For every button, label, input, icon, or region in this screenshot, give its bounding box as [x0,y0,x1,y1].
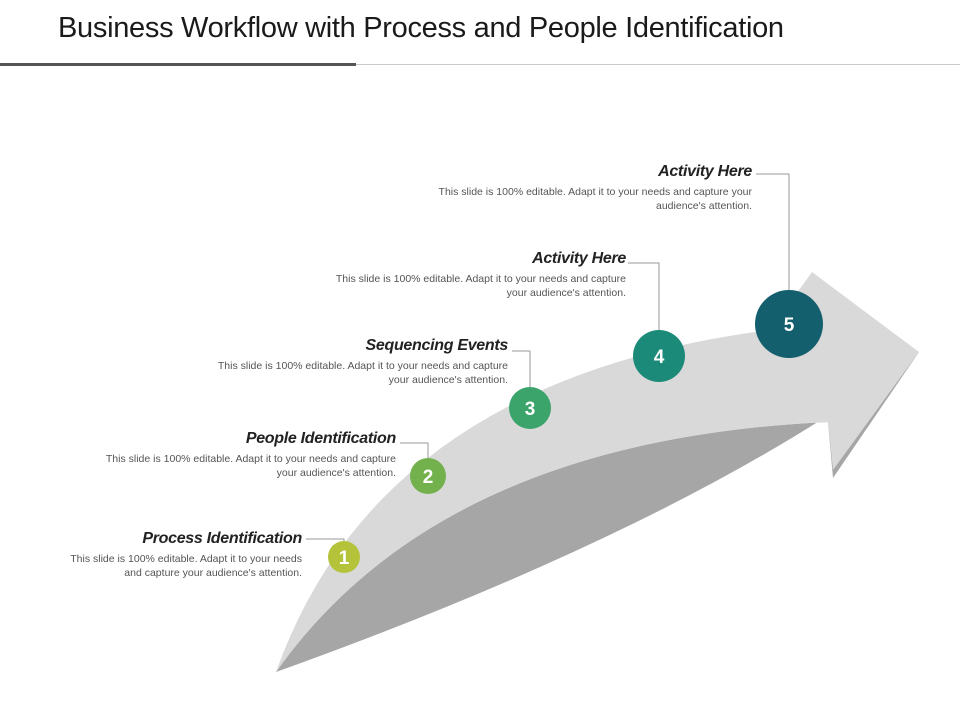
step-5-text: Activity Here This slide is 100% editabl… [408,163,753,213]
arrow-shadow [276,352,919,672]
step-2-text: People Identification This slide is 100%… [94,430,396,480]
step-2-heading: People Identification [245,430,396,447]
step-4-text: Activity Here This slide is 100% editabl… [324,250,626,300]
step-1-description: This slide is 100% editable. Adapt it to… [70,553,302,579]
step-3-text: Sequencing Events This slide is 100% edi… [206,337,508,387]
connector-line-5 [756,173,790,324]
step-badge-4: 4 [633,330,685,382]
step-1-heading: Process Identification [142,530,302,547]
svg-text:5: 5 [784,315,795,336]
step-5-heading: Activity Here [658,163,752,180]
step-4-description: This slide is 100% editable. Adapt it to… [335,273,626,299]
step-4-heading: Activity Here [532,250,626,267]
step-1-text: Process Identification This slide is 100… [50,530,302,580]
step-3-heading: Sequencing Events [365,337,509,354]
curved-arrow [276,272,919,672]
step-2-description: This slide is 100% editable. Adapt it to… [105,453,396,479]
svg-text:4: 4 [654,347,665,368]
connector-line-4 [628,262,660,356]
step-badge-2: 2 [410,458,446,494]
step-badge-5: 5 [755,290,823,358]
svg-text:2: 2 [423,467,434,488]
svg-text:1: 1 [339,548,350,569]
svg-text:3: 3 [525,399,536,420]
slide-title: Business Workflow with Process and Peopl… [58,12,784,44]
title-divider [0,64,960,65]
step-badge-1: 1 [328,541,360,573]
step-badge-3: 3 [509,387,551,429]
step-3-description: This slide is 100% editable. Adapt it to… [217,360,508,386]
title-divider-accent [0,63,356,66]
step-5-description: This slide is 100% editable. Adapt it to… [438,186,752,212]
